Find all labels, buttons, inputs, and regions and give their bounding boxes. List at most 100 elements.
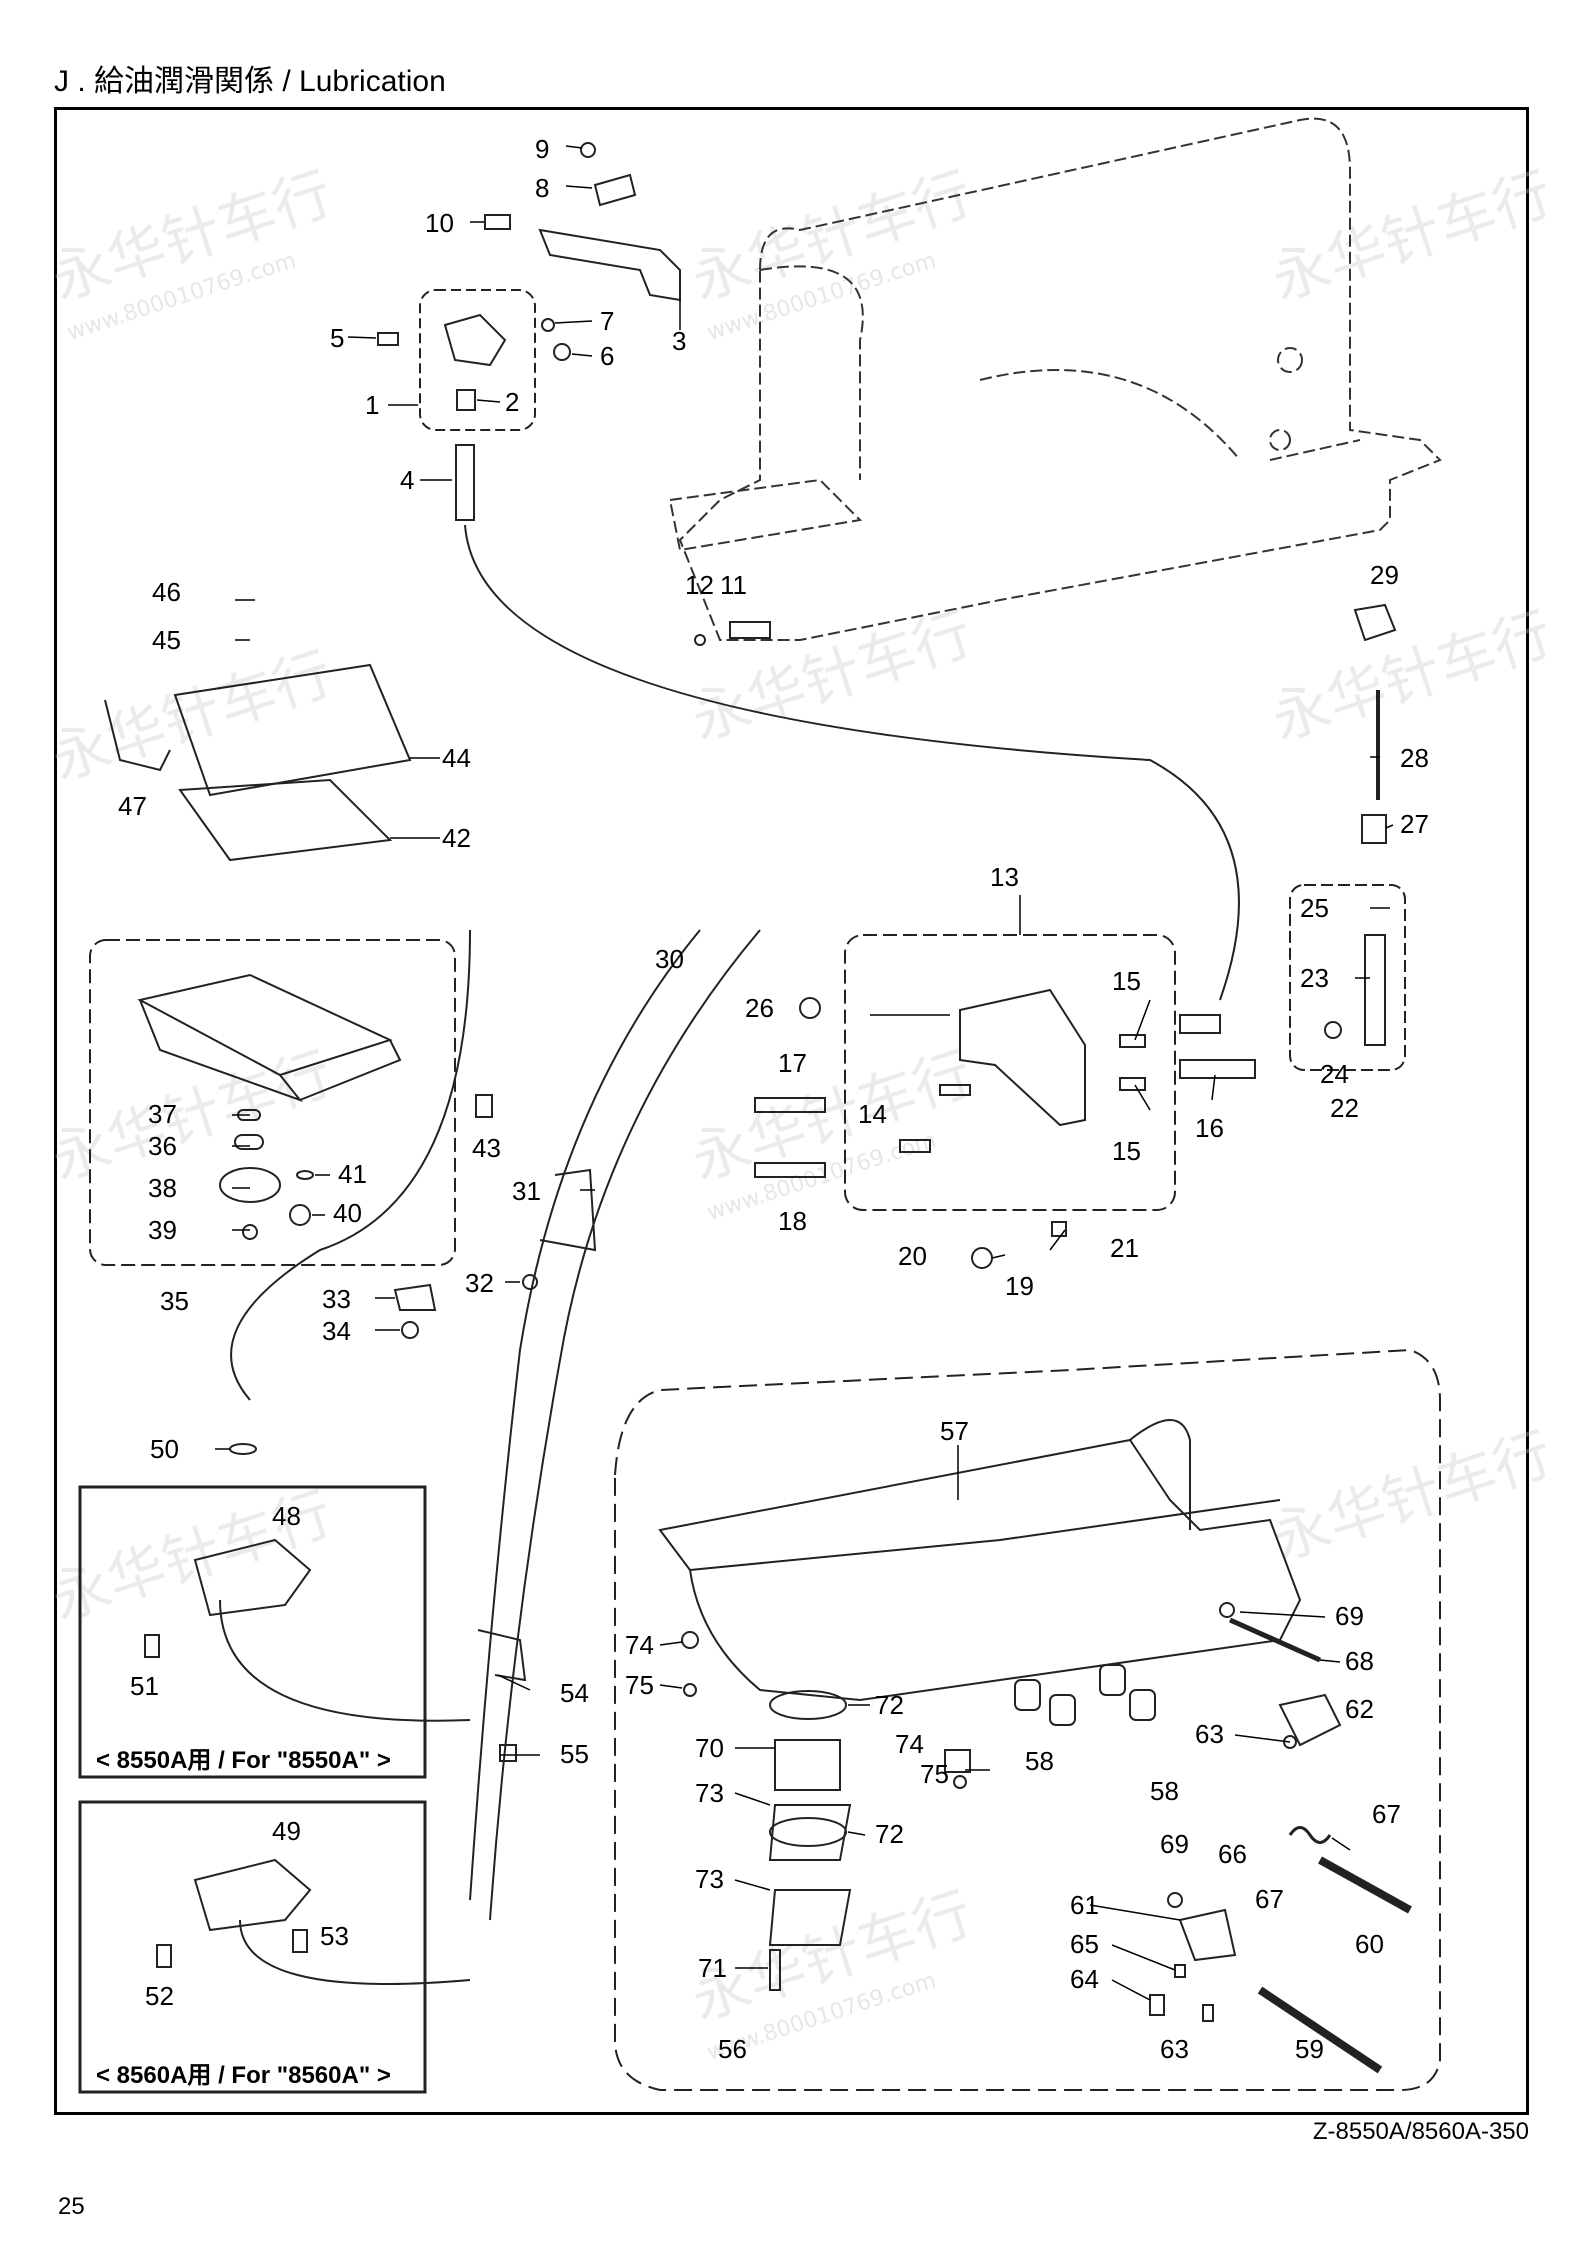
- callout-33: 33: [322, 1284, 351, 1314]
- callout-26: 26: [745, 993, 774, 1023]
- callout-73b: 73: [695, 1864, 724, 1894]
- callout-30: 30: [655, 944, 684, 974]
- callout-55: 55: [560, 1739, 589, 1769]
- variant-boxes: [78, 1443, 527, 2094]
- callout-32: 32: [465, 1268, 494, 1298]
- callout-56: 56: [718, 2034, 747, 2064]
- callout-53: 53: [320, 1921, 349, 1951]
- page-title: J . 給油潤滑関係 / Lubrication: [54, 65, 446, 98]
- callout-23: 23: [1300, 963, 1329, 993]
- callout-44: 44: [442, 743, 471, 773]
- callout-51: 51: [130, 1671, 159, 1701]
- callout-63b: 63: [1160, 2034, 1189, 2064]
- callout-31: 31: [512, 1176, 541, 1206]
- machine-head-outline: [668, 117, 1442, 641]
- callout-37: 37: [148, 1099, 177, 1129]
- callout-72b: 72: [875, 1819, 904, 1849]
- callout-62: 62: [1345, 1694, 1374, 1724]
- callout-64: 64: [1070, 1964, 1099, 1994]
- callout-49: 49: [272, 1816, 301, 1846]
- callout-45: 45: [152, 625, 181, 655]
- callout-59: 59: [1295, 2034, 1324, 2064]
- callout-6: 6: [600, 341, 614, 371]
- callout-7: 7: [600, 306, 614, 336]
- oil-tank-group: [89, 663, 597, 1339]
- callout-72: 72: [875, 1690, 904, 1720]
- callout-52: 52: [145, 1981, 174, 2011]
- callout-41: 41: [338, 1159, 367, 1189]
- callout-57: 57: [940, 1416, 969, 1446]
- callout-47: 47: [118, 791, 147, 821]
- callout-74: 74: [625, 1630, 654, 1660]
- callout-74b: 74: [895, 1729, 924, 1759]
- callout-39: 39: [148, 1215, 177, 1245]
- callout-16: 16: [1195, 1113, 1224, 1143]
- callout-4: 4: [400, 465, 414, 495]
- callout-35: 35: [160, 1286, 189, 1316]
- callout-66: 66: [1218, 1839, 1247, 1869]
- callout-58b: 58: [1150, 1776, 1179, 1806]
- callout-50: 50: [150, 1434, 179, 1464]
- callout-22: 22: [1330, 1093, 1359, 1123]
- model-code: Z-8550A/8560A-350: [1312, 2118, 1529, 2145]
- callout-67b: 67: [1255, 1884, 1284, 1914]
- callout-29: 29: [1370, 560, 1399, 590]
- callout-27: 27: [1400, 809, 1429, 839]
- callout-17: 17: [778, 1048, 807, 1078]
- oil-pan-group: [614, 1348, 1441, 2091]
- callout-36: 36: [148, 1131, 177, 1161]
- upper-parts: [377, 142, 1397, 844]
- callout-2: 2: [505, 387, 519, 417]
- callout-10: 10: [425, 208, 454, 238]
- callout-12: 12: [685, 570, 714, 600]
- watermark-text: 永华针车行: [43, 639, 340, 793]
- watermark-text: 永华针车行: [1263, 599, 1560, 753]
- callout-60: 60: [1355, 1929, 1384, 1959]
- callout-14: 14: [858, 1099, 887, 1129]
- callout-65: 65: [1070, 1929, 1099, 1959]
- callout-46: 46: [152, 577, 181, 607]
- callout-19: 19: [1005, 1271, 1034, 1301]
- callout-25: 25: [1300, 893, 1329, 923]
- callout-48: 48: [272, 1501, 301, 1531]
- callout-68: 68: [1345, 1646, 1374, 1676]
- variant-label-8560a: < 8560A用 / For "8560A" >: [96, 2062, 391, 2089]
- diagram-frame: [54, 107, 1529, 2115]
- callout-24: 24: [1320, 1059, 1349, 1089]
- callout-18: 18: [778, 1206, 807, 1236]
- callout-8: 8: [535, 173, 549, 203]
- watermark-text: 永华针车行: [683, 599, 980, 753]
- callout-63: 63: [1195, 1719, 1224, 1749]
- callout-15: 15: [1112, 966, 1141, 996]
- callout-71: 71: [698, 1953, 727, 1983]
- callout-9: 9: [535, 134, 549, 164]
- callout-43: 43: [472, 1133, 501, 1163]
- callout-38: 38: [148, 1173, 177, 1203]
- callout-70: 70: [695, 1733, 724, 1763]
- callout-34: 34: [322, 1316, 351, 1346]
- callout-75: 75: [625, 1670, 654, 1700]
- callout-69b: 69: [1160, 1829, 1189, 1859]
- callout-21: 21: [1110, 1233, 1139, 1263]
- callout-61: 61: [1070, 1890, 1099, 1920]
- pump-unit-group: [754, 884, 1406, 1269]
- callout-1: 1: [365, 390, 379, 420]
- callout-numbers: 9 8 10 5 7 6 3 2 1 4 12 11 29 28 27 25 2…: [118, 134, 1429, 2064]
- callout-75b: 75: [920, 1759, 949, 1789]
- callout-11: 11: [720, 570, 747, 600]
- watermark-text: 永华针车行: [1263, 1419, 1560, 1573]
- callout-28: 28: [1400, 743, 1429, 773]
- page-number: 25: [58, 2193, 85, 2220]
- callout-58: 58: [1025, 1746, 1054, 1776]
- callout-20: 20: [898, 1241, 927, 1271]
- callout-67: 67: [1372, 1799, 1401, 1829]
- watermark-text: 永华针车行: [1263, 159, 1560, 313]
- callout-15b: 15: [1112, 1136, 1141, 1166]
- callout-3: 3: [672, 326, 686, 356]
- callout-13: 13: [990, 862, 1019, 892]
- leader-lines: [215, 145, 1394, 2001]
- callout-42: 42: [442, 823, 471, 853]
- callout-40: 40: [333, 1198, 362, 1228]
- callout-73: 73: [695, 1778, 724, 1808]
